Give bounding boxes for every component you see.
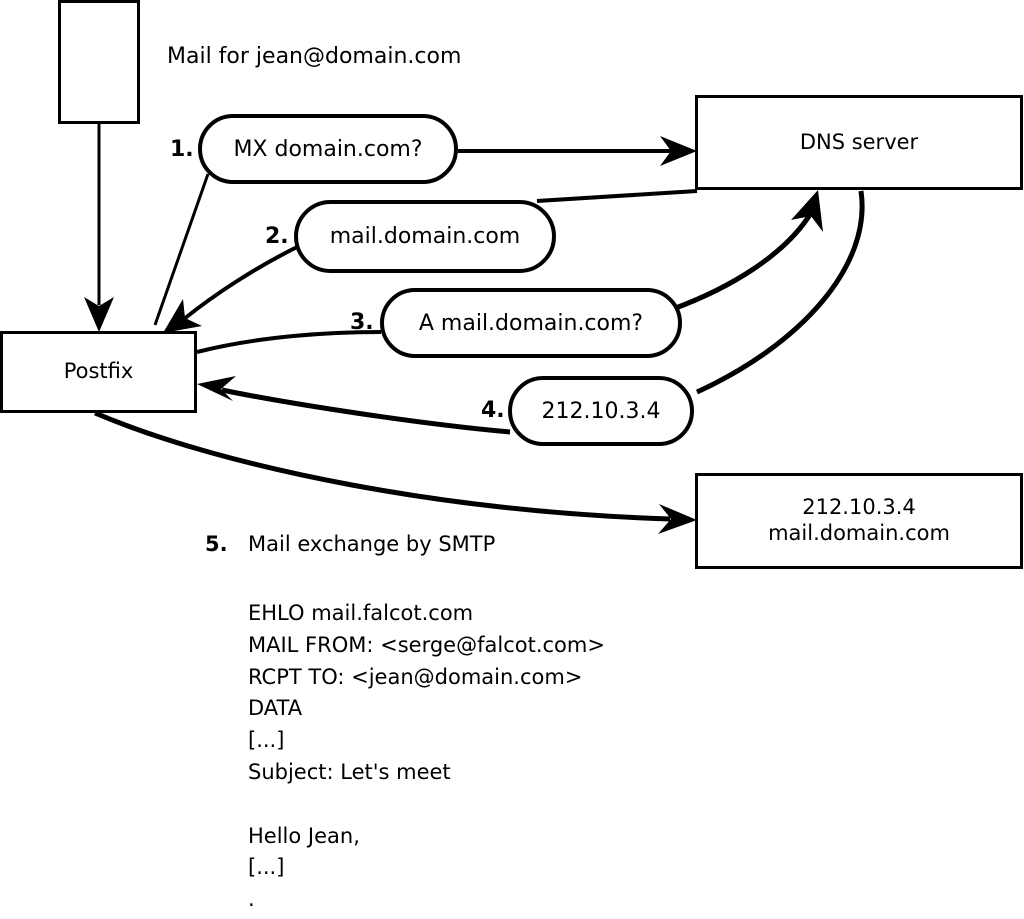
message-bubble-a-query: A mail.domain.com? bbox=[380, 288, 682, 358]
smtp-transcript-line: RCPT TO: <jean@domain.com> bbox=[248, 664, 583, 689]
node-mail-host-label: 212.10.3.4 mail.domain.com bbox=[768, 495, 950, 545]
step-number-1: 1. bbox=[170, 137, 194, 162]
message-bubble-mx-answer-label: mail.domain.com bbox=[329, 224, 521, 249]
step-5-label: Mail exchange by SMTP bbox=[248, 532, 496, 556]
node-postfix: Postfix bbox=[0, 331, 197, 413]
node-client-host bbox=[58, 0, 140, 124]
message-bubble-a-answer-label: 212.10.3.4 bbox=[541, 398, 661, 424]
message-bubble-mx-answer: mail.domain.com bbox=[294, 200, 556, 273]
smtp-transcript-line: [...] bbox=[248, 855, 285, 880]
smtp-transcript-line: . bbox=[248, 887, 255, 912]
edge-client-to-postfix bbox=[84, 124, 114, 332]
message-bubble-a-query-label: A mail.domain.com? bbox=[418, 310, 644, 336]
message-bubble-mx-query: MX domain.com? bbox=[198, 114, 458, 184]
node-dns-server: DNS server bbox=[695, 95, 1023, 190]
smtp-transcript-line: MAIL FROM: <serge@falcot.com> bbox=[248, 632, 605, 657]
step-number-5: 5. bbox=[205, 532, 228, 556]
step-number-4: 4. bbox=[481, 398, 505, 423]
inbound-mail-caption: Mail for jean@domain.com bbox=[167, 44, 462, 69]
smtp-transcript-line: Hello Jean, bbox=[248, 823, 360, 848]
step-number-3: 3. bbox=[350, 310, 374, 335]
node-mail-host: 212.10.3.4 mail.domain.com bbox=[695, 473, 1023, 569]
smtp-transcript-line: [...] bbox=[248, 728, 285, 753]
node-postfix-label: Postfix bbox=[63, 359, 134, 384]
smtp-transcript-line: EHLO mail.falcot.com bbox=[248, 601, 474, 625]
node-dns-server-label: DNS server bbox=[799, 129, 919, 154]
smtp-transcript-line: Subject: Let's meet bbox=[248, 759, 451, 784]
message-bubble-mx-query-label: MX domain.com? bbox=[233, 136, 423, 162]
step-number-2: 2. bbox=[265, 224, 289, 249]
message-bubble-a-answer: 212.10.3.4 bbox=[508, 376, 694, 446]
smtp-transcript-blank-line bbox=[248, 789, 605, 821]
smtp-transcript-line: DATA bbox=[248, 696, 303, 721]
